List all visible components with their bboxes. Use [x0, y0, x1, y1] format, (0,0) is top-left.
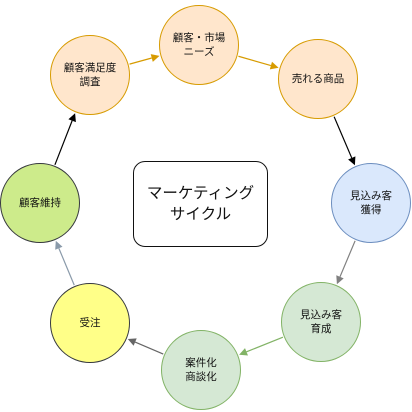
arrow-deal-negotiation-to-order-received: [127, 338, 164, 355]
arrow-head: [150, 54, 160, 62]
node-label: 案件化 商談化: [185, 357, 217, 383]
node-label: 見込み客 育成: [300, 309, 342, 335]
arrow-lead-acquisition-to-lead-nurturing: [336, 240, 356, 285]
node-customer-retention: 顧客維持: [0, 163, 80, 243]
node-label: 売れる商品: [291, 73, 345, 85]
node-lead-acquisition: 見込み客 獲得: [331, 163, 411, 243]
arrow-head: [68, 113, 76, 123]
node-label: 顧客維持: [19, 197, 61, 209]
node-label: 顧客満足度 調査: [63, 62, 117, 88]
arrow-head: [239, 348, 248, 356]
arrow-head: [127, 338, 137, 346]
arrow-head: [269, 61, 279, 70]
arrow-line: [129, 57, 152, 65]
arrow-line: [238, 55, 272, 67]
arrow-line: [54, 120, 73, 166]
arrow-line: [333, 116, 353, 159]
node-customer-needs: 顧客・市場 ニーズ: [159, 5, 239, 85]
arrow-line: [134, 341, 164, 355]
node-selling-product: 売れる商品: [278, 39, 358, 119]
arrow-line: [58, 248, 75, 286]
node-lead-nurturing: 見込み客 育成: [281, 282, 361, 362]
arrow-lead-nurturing-to-deal-negotiation: [239, 336, 284, 356]
arrow-line: [246, 336, 284, 353]
node-deal-negotiation: 案件化 商談化: [161, 330, 241, 410]
node-order-received: 受注: [50, 283, 130, 363]
arrow-head: [55, 240, 63, 250]
arrow-head: [336, 275, 344, 285]
arrow-line: [339, 240, 356, 278]
arrow-customer-needs-to-selling-product: [238, 55, 279, 70]
node-label: 見込み客 獲得: [350, 190, 392, 216]
arrow-order-received-to-customer-retention: [55, 240, 75, 286]
node-label: 受注: [79, 317, 101, 329]
arrow-customer-retention-to-satisfaction-survey: [54, 113, 76, 166]
arrow-satisfaction-survey-to-customer-needs: [129, 54, 160, 65]
node-label: 顧客・市場 ニーズ: [172, 32, 226, 58]
arrow-selling-product-to-lead-acquisition: [333, 116, 356, 166]
node-satisfaction-survey: 顧客満足度 調査: [50, 35, 130, 115]
center-title: マーケティング サイクル: [146, 184, 255, 223]
arrow-head: [348, 156, 356, 166]
center-title-box: マーケティング サイクル: [133, 161, 268, 247]
